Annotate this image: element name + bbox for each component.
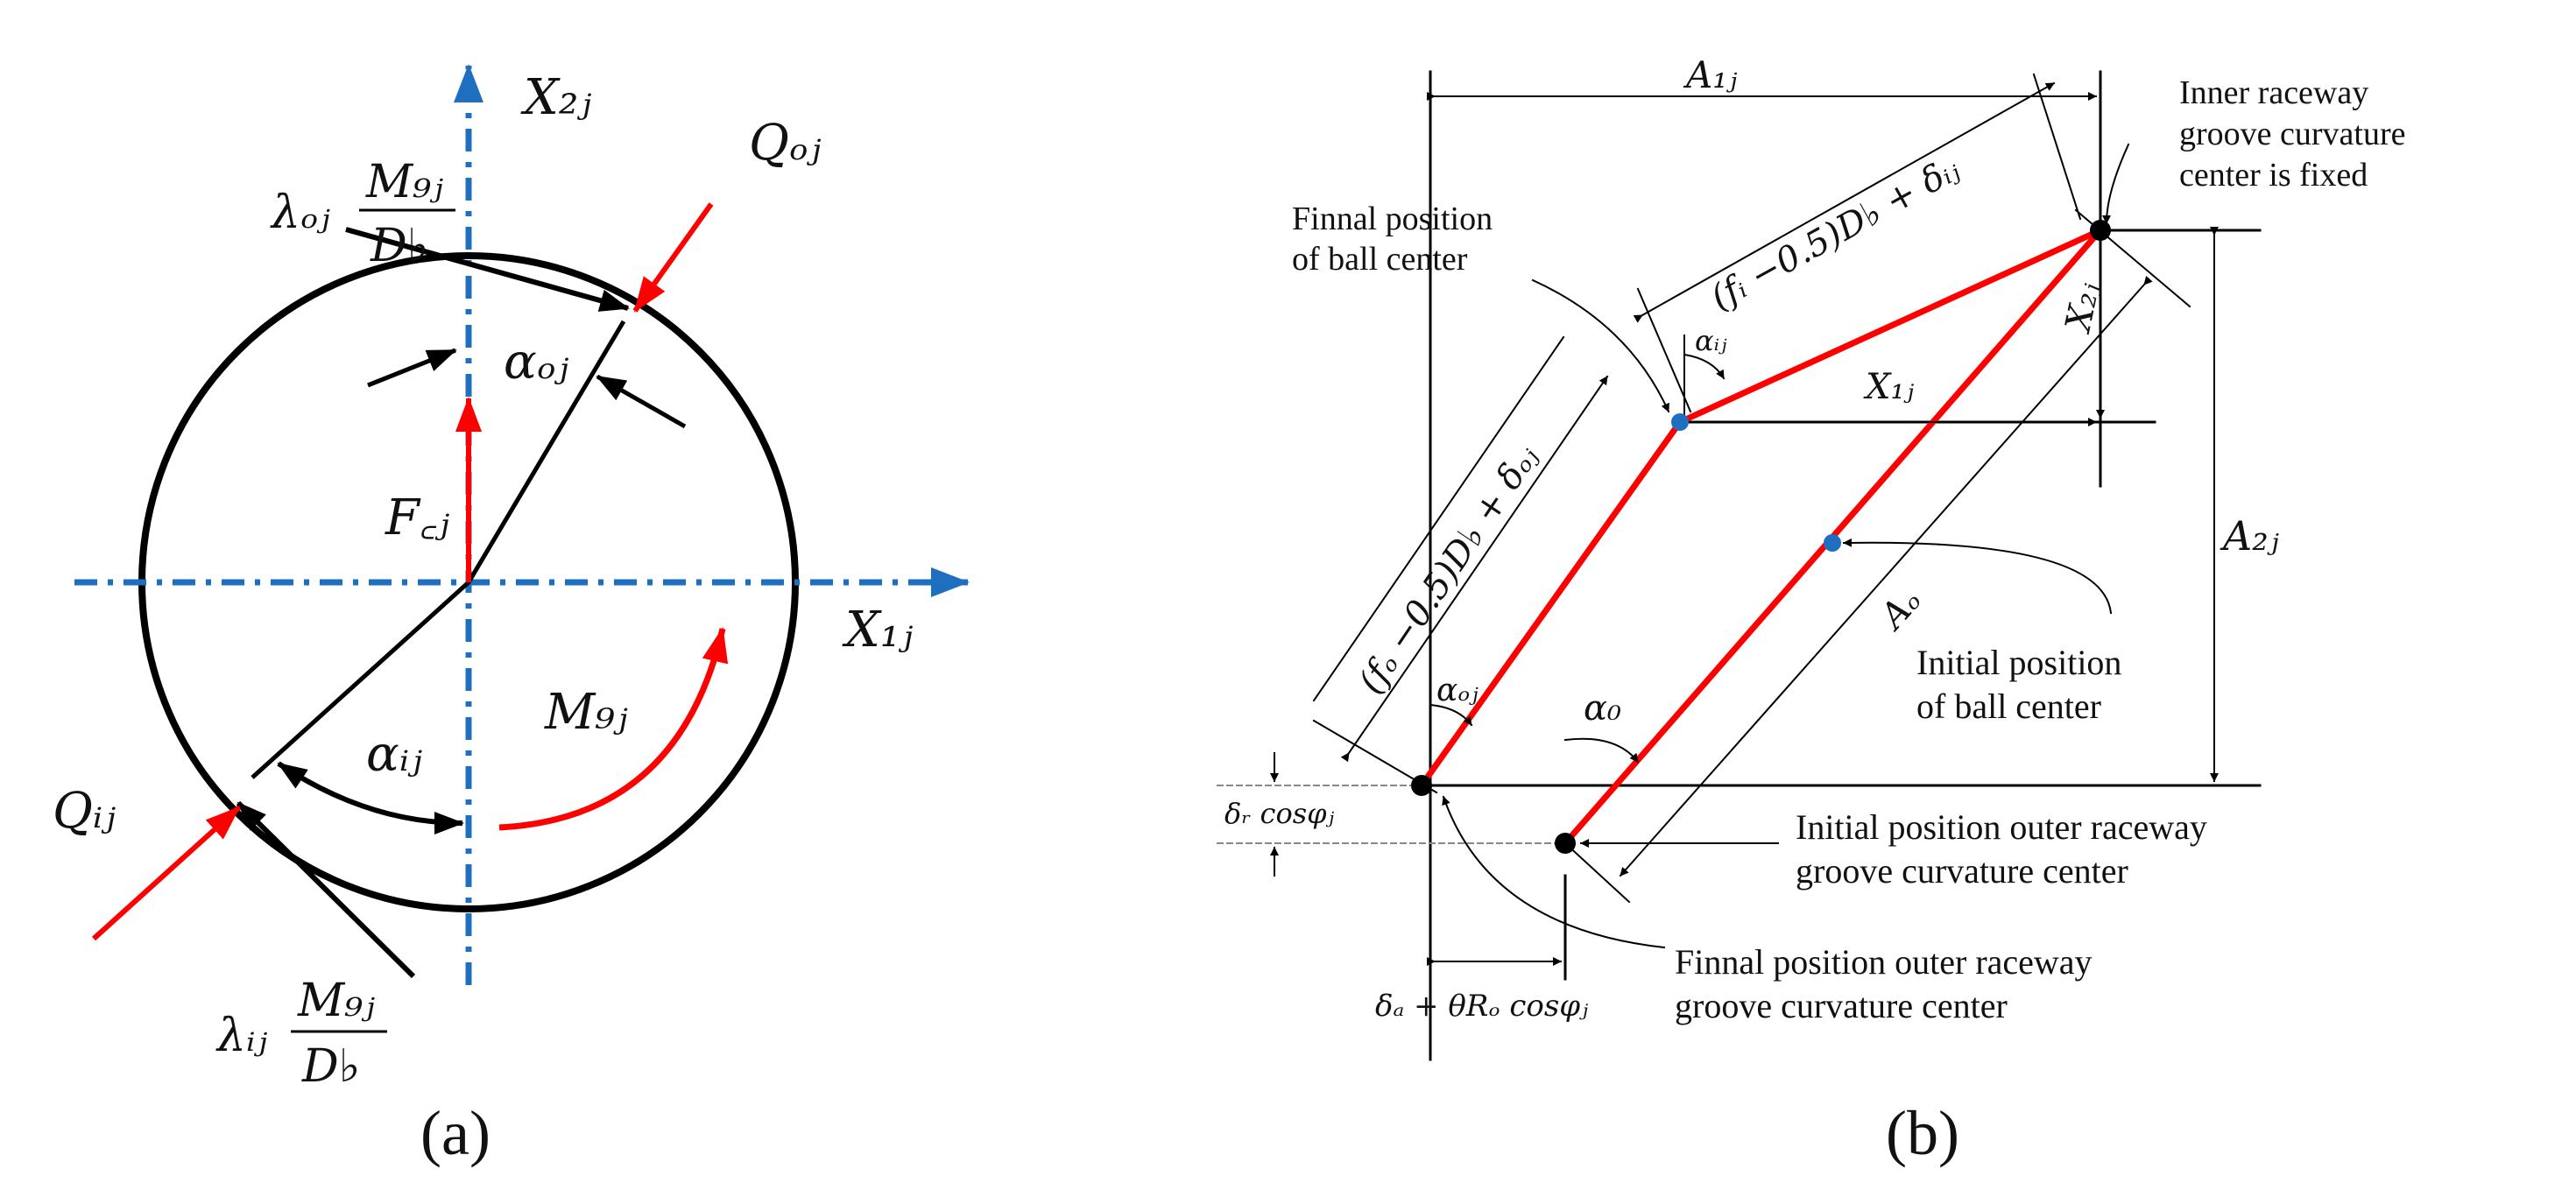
ext-line-1 — [1312, 335, 1565, 702]
note-initial-ball-line-1: Initial position — [1916, 643, 2121, 682]
note-initial-outer-line-1: Initial position outer raceway — [1796, 807, 2207, 847]
fcj-label: F꜀ⱼ — [385, 489, 449, 546]
lambda-oj-frac-den: D♭ — [370, 220, 428, 272]
fi-expr-label: (fᵢ −0.5)D♭ + δᵢⱼ — [1704, 149, 1966, 319]
note-inner-fixed-line-3: center is fixed — [2179, 157, 2368, 194]
final-ball-center-point — [1671, 413, 1689, 431]
lambda-ij-label: λᵢⱼ — [215, 1010, 267, 1062]
note-inner-fixed-line-1: Inner raceway — [2179, 74, 2368, 111]
a2j-label: A₂ⱼ — [2220, 512, 2280, 560]
delta-r-label: δᵣ cosφⱼ — [1224, 797, 1335, 830]
fo-dimension — [1340, 375, 1609, 763]
note-final-outer: Finnal position outer raceway groove cur… — [1675, 942, 2101, 1025]
mgj-label: M₉ⱼ — [544, 684, 628, 741]
lambda-oj-arrow — [345, 227, 630, 312]
initial-outer-center-point — [1555, 833, 1576, 854]
x1j-label: X₁ⱼ — [842, 602, 913, 658]
alpha-ij-arc — [277, 761, 464, 834]
ext-line-4 — [1563, 841, 1631, 904]
lambda-ij-frac-den: D♭ — [301, 1040, 360, 1093]
note-initial-ball: Initial position of ball center — [1916, 643, 2130, 726]
alpha-oj-label: αₒⱼ — [504, 334, 568, 391]
note-final-outer-line-2: groove curvature center — [1675, 986, 2008, 1025]
panel-a: X₂ⱼ X₁ⱼ Qₒⱼ Qᵢⱼ F꜀ⱼ M₉ⱼ αₒⱼ αᵢⱼ λₒⱼ M₉ⱼ … — [53, 64, 970, 1168]
note-initial-outer: Initial position outer raceway groove cu… — [1796, 807, 2216, 891]
x1j-label-b: X₁ⱼ — [1863, 367, 1915, 407]
note-initial-ball-line-2: of ball center — [1916, 687, 2101, 726]
note-inner-fixed: Inner raceway groove curvature center is… — [2179, 74, 2414, 194]
alpha-ij-arc-b — [1683, 353, 1726, 380]
mgj-moment-arrow — [498, 627, 729, 831]
alpha-0-label-b: α₀ — [1584, 688, 1621, 729]
alpha-oj-arrow-left — [367, 348, 457, 388]
caption-a: (a) — [420, 1098, 490, 1168]
note-final-ball-line-2: of ball center — [1292, 241, 1468, 278]
initial-ball-center-point — [1824, 534, 1841, 552]
ao-label: Aₒ — [1871, 581, 1930, 639]
note-inner-fixed-line-2: groove curvature — [2179, 116, 2406, 152]
panel-b: A₁ⱼ A₂ⱼ X₁ⱼ X₂ⱼ Aₒ αᵢⱼ αₒⱼ α₀ (fᵢ −0.5)D… — [1217, 53, 2414, 1168]
leader-initial-ball — [1842, 538, 2113, 615]
qoj-label: Qₒⱼ — [749, 115, 821, 172]
delta-a-label: δₐ + θRₒ cosφⱼ — [1375, 989, 1588, 1024]
lambda-ij-frac-num: M₉ⱼ — [297, 975, 375, 1027]
fo-expr-label: (fₒ −0.5)D♭ + δₒⱼ — [1351, 438, 1547, 701]
alpha-oj-arc-b — [1429, 703, 1473, 727]
inner-center-point — [2090, 220, 2111, 241]
leader-final-ball — [1531, 278, 1670, 413]
lambda-oj-label: λₒⱼ — [270, 187, 330, 239]
alpha-ij-label-b: αᵢⱼ — [1695, 324, 1727, 357]
note-final-ball: Finnal position of ball center — [1292, 201, 1501, 278]
alpha-oj-arrow-right — [596, 374, 687, 429]
qoj-force-arrow — [632, 202, 714, 313]
lambda-ij-arrow — [236, 800, 416, 979]
lambda-oj-frac-num: M₉ⱼ — [365, 156, 443, 208]
note-final-outer-line-1: Finnal position outer raceway — [1675, 942, 2093, 982]
final-outer-center-point — [1411, 775, 1432, 796]
alpha-oj-label-b: αₒⱼ — [1436, 672, 1479, 708]
alpha-0-arc-b — [1563, 737, 1640, 764]
leader-final-outer — [1442, 795, 1666, 949]
qij-label: Qᵢⱼ — [53, 783, 116, 840]
x2j-label: X₂ⱼ — [520, 69, 591, 126]
caption-b: (b) — [1886, 1098, 1959, 1168]
ao-dimension — [1619, 275, 2153, 877]
note-final-ball-line-1: Finnal position — [1292, 201, 1493, 237]
ext-line-5 — [1636, 287, 1692, 413]
leader-inner-fixed — [2102, 143, 2130, 225]
alpha-ij-label: αᵢⱼ — [366, 726, 422, 783]
a1j-label: A₁ⱼ — [1683, 53, 1737, 96]
note-initial-outer-line-2: groove curvature center — [1796, 851, 2128, 891]
qij-force-arrow — [91, 805, 242, 941]
